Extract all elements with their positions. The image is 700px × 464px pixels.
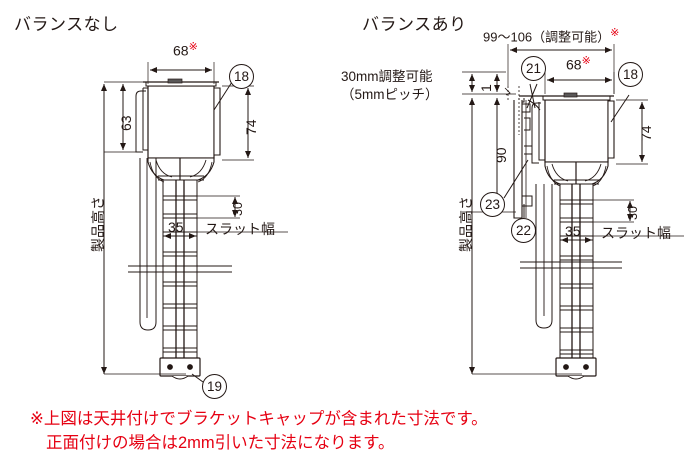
asterisk-mark: ※ [188, 41, 198, 53]
left-dim-slat-pitch: 30 [231, 202, 245, 216]
adjust-label-line1: 30mm調整可能 [341, 69, 433, 84]
left-diagram-title: バランスなし [14, 15, 119, 34]
left-dim-slat-width: 35 [168, 219, 184, 235]
right-label-product-height: 製品高さ [458, 196, 474, 252]
callout-18-right[interactable]: 18 [618, 62, 643, 87]
callout-22-right[interactable]: 22 [511, 218, 536, 243]
right-dim-overall-depth: 99〜106（調整可能）※ [483, 27, 620, 45]
callout-19-left[interactable]: 19 [202, 374, 227, 399]
left-label-slat-width: スラット幅 [205, 221, 275, 237]
footnote-line1: ※上図は天井付けでブラケットキャップが含まれた寸法です。 [30, 410, 488, 428]
footnote-text-1: 上図は天井付けでブラケットキャップが含まれた寸法です。 [43, 410, 488, 428]
left-diagram-geometry [101, 62, 288, 383]
left-dim-headbox-width: 68※ [173, 41, 198, 59]
right-diagram-title: バランスあり [362, 15, 467, 34]
adjust-label-line2: （5mmピッチ） [341, 87, 439, 103]
asterisk-mark: ※ [581, 55, 591, 67]
asterisk-mark: ※ [610, 27, 620, 39]
right-dim-gap: 1 [478, 84, 494, 92]
right-dim-headbox-height: 74 [638, 125, 654, 141]
right-dim-slat-pitch: 30 [626, 206, 640, 220]
adjust-range-label: 30mm調整可能 （5mmピッチ） [341, 68, 439, 104]
footnote-marker: ※ [30, 410, 44, 428]
right-dim-headbox-width: 68※ [566, 55, 591, 73]
right-dim-valance-height: 90 [493, 147, 509, 163]
left-dim-bracket-height: 63 [118, 115, 134, 131]
footnote-block: ※上図は天井付けでブラケットキャップが含まれた寸法です。 正面付けの場合は2mm… [30, 408, 488, 456]
callout-23-right[interactable]: 23 [480, 192, 505, 217]
left-label-product-height: 製品高さ [90, 196, 106, 252]
left-dim-headbox-height: 74 [243, 119, 259, 135]
callout-21-right[interactable]: 21 [521, 56, 546, 81]
right-dim-slat-width: 35 [565, 223, 581, 239]
right-diagram-geometry [462, 44, 684, 380]
right-label-slat-width: スラット幅 [601, 225, 671, 241]
footnote-line2: 正面付けの場合は2mm引いた寸法になります。 [46, 433, 395, 452]
callout-18-left[interactable]: 18 [229, 64, 254, 89]
